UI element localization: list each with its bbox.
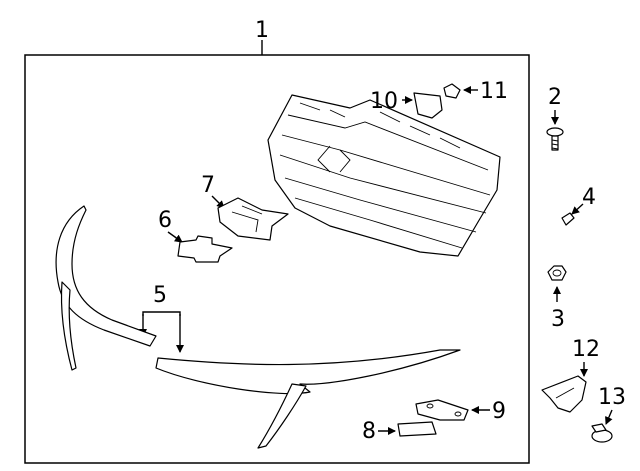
callout-4: 4 [582,185,596,210]
part-10-bracket [402,92,443,119]
assembly-frame [24,54,530,464]
callout-2: 2 [548,85,562,110]
callout-3: 3 [551,307,565,332]
part-7-bracket [217,197,289,241]
grille-assembly [267,94,501,257]
callout-6: 6 [158,208,172,233]
part-4-clip [561,212,575,226]
part-6-emblem [177,235,233,263]
part-2-screw [546,127,564,151]
part-9-trim [415,399,469,421]
part-11-pin [443,83,478,99]
part-13-fastener [591,423,613,443]
part-8-bracket [397,421,437,437]
part-3-nut [547,265,567,281]
callout-11: 11 [480,79,508,104]
callout-13: 13 [598,385,626,410]
part-5-moldings [55,205,461,449]
callout-10: 10 [370,89,398,114]
callout-1: 1 [255,18,269,43]
part-12-bracket [541,375,587,413]
callout-8: 8 [362,419,376,444]
callout-9: 9 [492,399,506,424]
callout-7: 7 [201,173,215,198]
callout-12: 12 [572,337,600,362]
callout-5: 5 [153,283,167,308]
